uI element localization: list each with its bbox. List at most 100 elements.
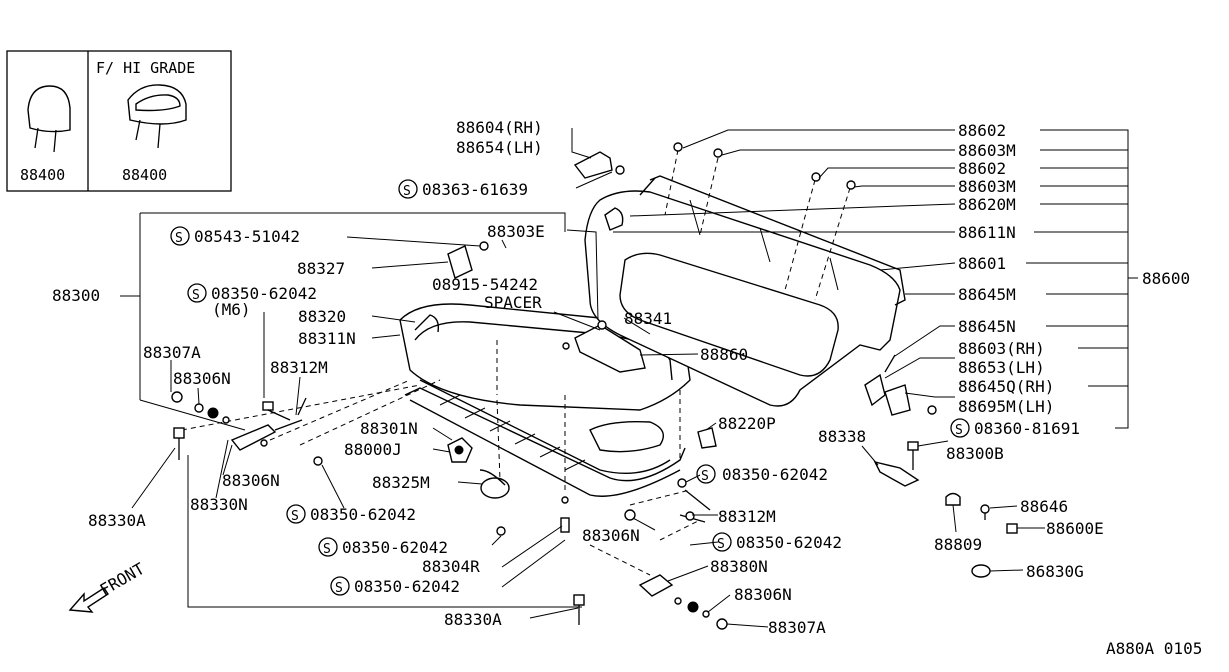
callout-88330N: 88330N [190,495,248,514]
callout-spacer: SPACER [484,293,542,312]
screw-mark-icon: S [712,532,732,552]
callout-88312M-right: 88312M [718,507,776,526]
callout-88306N-bottom: 88306N [734,585,792,604]
callout-88809: 88809 [934,535,982,554]
bracket-88341 [562,320,646,373]
front-label: FRONT [97,559,149,600]
inset-left-part-number: 88400 [20,166,65,184]
seat-back [584,175,906,407]
callout-88000J: 88000J [344,440,402,459]
callout-88307A-bottom: 88307A [768,618,826,637]
callout-88311N: 88311N [298,329,356,348]
callout-88307A-left: 88307A [143,343,201,362]
callout-m6: (M6) [212,300,251,319]
callout-88380N: 88380N [710,557,768,576]
callout-88303E: 88303E [487,222,545,241]
dashed-leaders [181,149,851,576]
leader-lines [131,128,1138,628]
callout-88601: 88601 [958,254,1006,273]
washers-88307A-88306N [171,391,323,466]
callout-08350-b: 08350-62042 [722,465,828,484]
hinge-left-88330N [230,397,307,451]
bolt-88330A-left [173,427,185,460]
hinge-88604 [573,151,625,179]
callout-88300: 88300 [52,286,100,305]
callout-88620M: 88620M [958,195,1016,214]
screw-mark-icon: S [330,576,350,596]
callout-88320: 88320 [298,307,346,326]
bolt-88330A-bottom [573,594,585,625]
callout-08360: 08360-81691 [974,419,1080,438]
svg-text:S: S [192,288,200,303]
svg-text:S: S [955,423,963,438]
callout-08350-c: 08350-62042 [342,538,448,557]
screw-mark-icon: S [286,504,306,524]
callout-08350-a: 08350-62042 [310,505,416,524]
callout-88301N: 88301N [360,419,418,438]
headrest-hi-grade-icon [127,84,187,149]
callout-88341: 88341 [624,309,672,328]
latch-88603RH [864,354,896,407]
cap-88809 [945,492,961,506]
inset-right-part-number: 88400 [122,166,167,184]
hinge-88380N [638,574,674,597]
callout-88611N: 88611N [958,223,1016,242]
callout-08543: 08543-51042 [194,227,300,246]
svg-text:S: S [175,231,183,246]
callout-86830G: 86830G [1026,562,1084,581]
bolt-88304R [496,496,570,536]
front-arrow: FRONT [68,559,149,613]
svg-text:S: S [335,581,343,596]
callout-08915: 08915-54242 [432,275,538,294]
seat-frame-slats [439,394,586,471]
callout-88312M-left: 88312M [270,358,328,377]
callout-88604: 88604(RH) [456,118,543,137]
headrest-icon [27,85,71,153]
headrest-inset: F/ HI GRADE 88400 88400 [6,50,232,192]
callout-88860: 88860 [700,345,748,364]
svg-text:S: S [701,469,709,484]
bolt-88300B [907,441,919,470]
callout-88306N-left: 88306N [173,369,231,388]
screw-mark-icon: S [187,283,207,303]
callout-08350-d: 08350-62042 [354,577,460,596]
callout-88327: 88327 [297,259,345,278]
callout-88645QRH: 88645Q(RH) [958,377,1054,396]
callout-88645N: 88645N [958,317,1016,336]
callout-88306N-mid: 88306N [222,471,280,490]
callout-88338: 88338 [818,427,866,446]
callout-88602-b: 88602 [958,159,1006,178]
callout-08350-e: 08350-62042 [736,533,842,552]
callout-88603M-a: 88603M [958,141,1016,160]
clip-88646 [980,504,990,520]
screw-marks: S S S S S S S S S [170,179,970,596]
callout-88645M: 88645M [958,285,1016,304]
callout-88600: 88600 [1142,269,1190,288]
callout-88325M: 88325M [372,473,430,492]
callout-88304R: 88304R [422,557,480,576]
callout-88602-a: 88602 [958,121,1006,140]
right-links-88312M [624,478,711,523]
callout-08350-m6: 08350-62042 [211,284,317,303]
svg-text:S: S [291,509,299,524]
callout-88300B: 88300B [946,444,1004,463]
callout-88330A-bottom: 88330A [444,610,502,629]
washers-bottom [674,597,728,630]
assembly-88300-bracket [120,212,582,608]
callout-88646: 88646 [1020,497,1068,516]
callout-88695MLH: 88695M(LH) [958,397,1054,416]
callout-88220P: 88220P [718,414,776,433]
svg-text:S: S [717,537,725,552]
cap-86830G [971,564,991,578]
back-bolts-88602 [673,142,856,190]
lock-88000J [447,437,473,463]
screw-mark-icon: S [318,537,338,557]
bolt-88312M-left [262,401,291,421]
svg-text:S: S [403,184,411,199]
svg-text:S: S [323,542,331,557]
callout-08363: 08363-61639 [422,180,528,199]
bracket-88338 [873,460,920,487]
callout-88653LH: 88653(LH) [958,358,1045,377]
screw-mark-icon: S [950,418,970,438]
